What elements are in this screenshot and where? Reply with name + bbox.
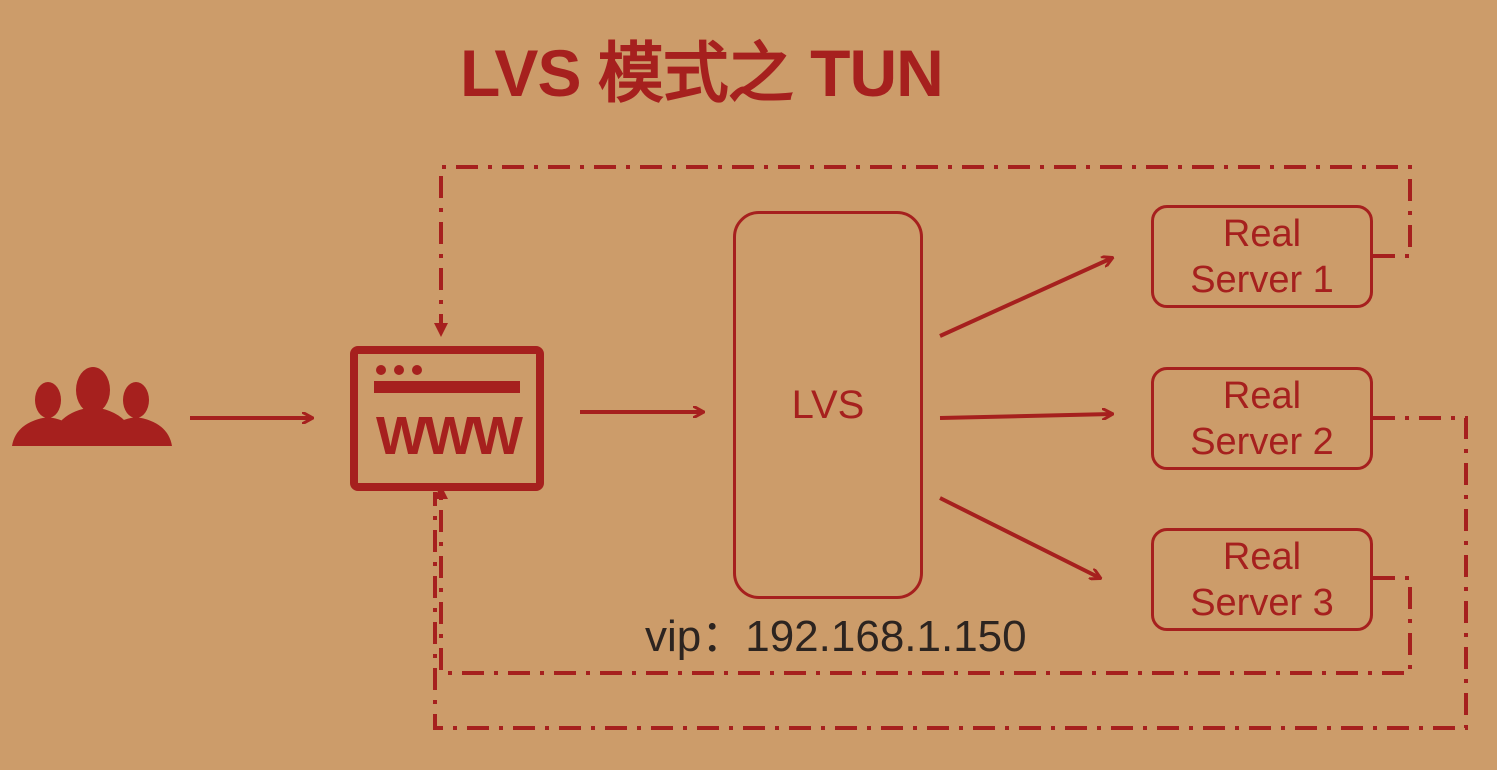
vip-label: vip：192.168.1.150 — [645, 612, 1027, 661]
real-server-3: Real Server 3 — [1151, 528, 1373, 631]
return-path-server-3 — [434, 485, 1412, 675]
lvs-label: LVS — [791, 382, 865, 427]
return-path-server-2 — [433, 416, 1468, 730]
users-icon — [12, 367, 172, 446]
server-label-line2: Server 2 — [1190, 420, 1334, 463]
real-server-1: Real Server 1 — [1151, 205, 1373, 308]
server-label-line1: Real — [1222, 212, 1302, 255]
arrow-lvs-to-server-2 — [939, 414, 1112, 418]
arrow-lvs-to-server-3 — [939, 496, 1100, 578]
page-title: LVS 模式之 TUN — [460, 36, 944, 110]
arrow-lvs-to-server-1 — [939, 258, 1112, 338]
www-label: WWW — [376, 406, 523, 466]
server-label-line2: Server 3 — [1190, 581, 1334, 624]
real-server-2: Real Server 2 — [1151, 367, 1373, 470]
server-label-line2: Server 1 — [1190, 258, 1334, 301]
server-label-line1: Real — [1222, 535, 1302, 578]
return-path-server-1 — [434, 165, 1412, 337]
server-label-line1: Real — [1222, 374, 1302, 417]
lvs-node: LVS — [733, 211, 923, 599]
